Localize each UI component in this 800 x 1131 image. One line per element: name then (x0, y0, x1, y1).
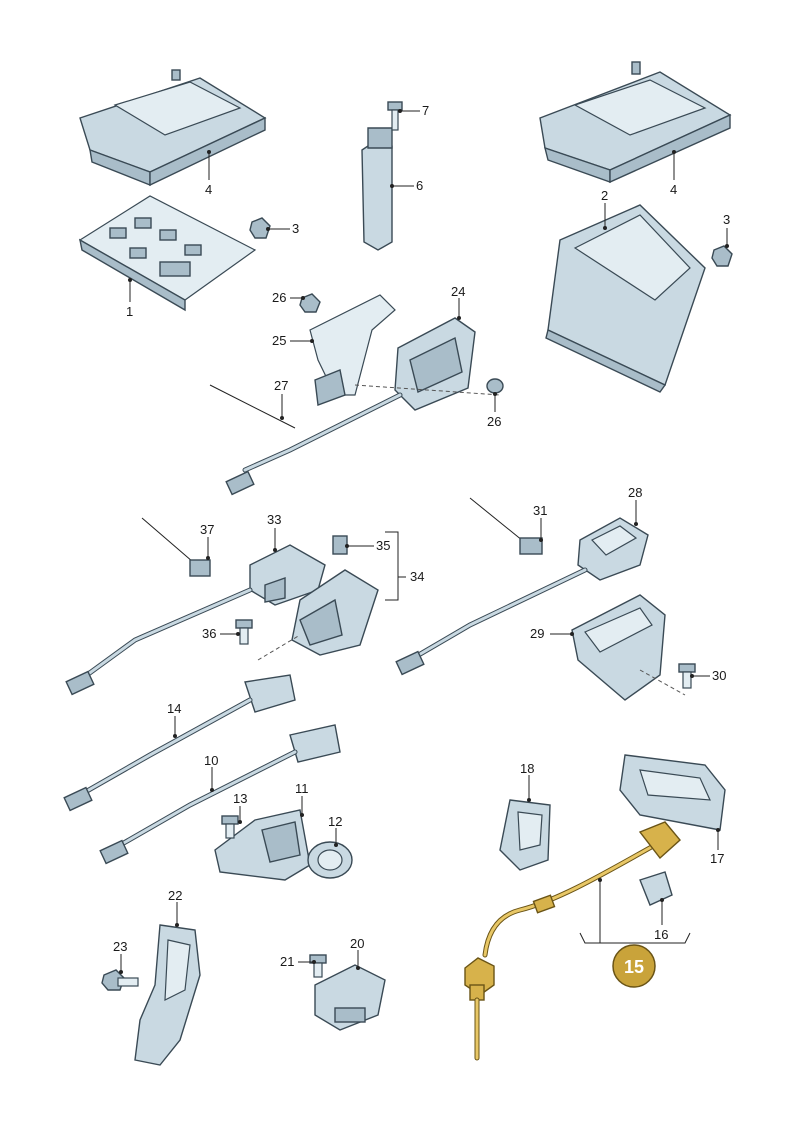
exhaust-temp-sensor-15 (464, 821, 681, 1061)
cable-24 (225, 392, 403, 496)
callouts: 4 3 1 7 6 4 2 3 26 24 25 27 26 (113, 103, 730, 974)
label-25: 25 (272, 333, 286, 348)
label-21: 21 (280, 954, 294, 969)
label-29: 29 (530, 626, 544, 641)
label-7: 7 (422, 103, 429, 118)
label-6: 6 (416, 178, 423, 193)
clip-18 (499, 799, 551, 871)
cable-tie-31 (469, 497, 543, 555)
dash-29 (639, 669, 686, 696)
label-27: 27 (274, 378, 288, 393)
ecu-module-right (539, 61, 732, 184)
label-17: 17 (710, 851, 724, 866)
dash-34 (257, 634, 301, 661)
bracket-25 (309, 294, 396, 406)
ecu-module-left (79, 69, 267, 187)
clip-12 (307, 841, 353, 879)
cable-tie-37 (141, 517, 211, 577)
highlight-callout-15[interactable]: 15 (612, 944, 656, 988)
sensor-14 (63, 674, 296, 812)
highlight-circle (612, 944, 656, 988)
bolt-23 (101, 969, 139, 991)
nut-26b (486, 378, 504, 394)
ecu-bracket (78, 195, 257, 312)
label-22: 22 (168, 888, 182, 903)
ecu-cover (545, 204, 706, 393)
label-12: 12 (328, 814, 342, 829)
bracket-34 (291, 569, 379, 656)
bracket-17 (619, 754, 726, 831)
label-13: 13 (233, 791, 247, 806)
screw-7 (387, 101, 403, 131)
screw-30 (678, 663, 696, 689)
label-10: 10 (204, 753, 218, 768)
bracket-22 (134, 924, 201, 1066)
label-28: 28 (628, 485, 642, 500)
label-26-bottom: 26 (487, 414, 501, 429)
label-31: 31 (533, 503, 547, 518)
label-15: 15 (624, 957, 644, 977)
cable-33 (65, 587, 253, 696)
screw-36 (235, 619, 253, 645)
label-37: 37 (200, 522, 214, 537)
bracket-29 (571, 594, 666, 701)
label-3-left: 3 (292, 221, 299, 236)
label-2: 2 (601, 188, 608, 203)
sensor-20 (314, 964, 386, 1031)
label-1: 1 (126, 304, 133, 319)
label-33: 33 (267, 512, 281, 527)
label-20: 20 (350, 936, 364, 951)
sensor-28 (577, 517, 649, 581)
label-18: 18 (520, 761, 534, 776)
nut-right (711, 245, 733, 267)
clip-16 (639, 871, 673, 906)
sensor-24 (394, 317, 476, 411)
nut-26a (299, 293, 321, 313)
clip-35 (332, 535, 348, 555)
group-bracket-34 (385, 531, 406, 601)
label-26-top: 26 (272, 290, 286, 305)
label-3-right: 3 (723, 212, 730, 227)
label-34: 34 (410, 569, 424, 584)
label-14: 14 (167, 701, 181, 716)
screw-13 (221, 815, 239, 839)
nut-left (249, 217, 271, 239)
screw-21 (309, 954, 327, 978)
sensor-10 (99, 724, 341, 865)
label-11: 11 (295, 781, 309, 796)
label-36: 36 (202, 626, 216, 641)
label-23: 23 (113, 939, 127, 954)
sensor-6 (361, 127, 393, 251)
group-bracket-15 (579, 932, 691, 944)
cable-28 (395, 567, 588, 676)
label-35: 35 (376, 538, 390, 553)
label-24: 24 (451, 284, 465, 299)
label-4-left: 4 (205, 182, 212, 197)
label-16: 16 (654, 927, 668, 942)
label-4-right: 4 (670, 182, 677, 197)
label-30: 30 (712, 668, 726, 683)
dash-24 (354, 384, 501, 396)
cable-tie-27 (209, 384, 296, 429)
bracket-11 (214, 809, 311, 881)
